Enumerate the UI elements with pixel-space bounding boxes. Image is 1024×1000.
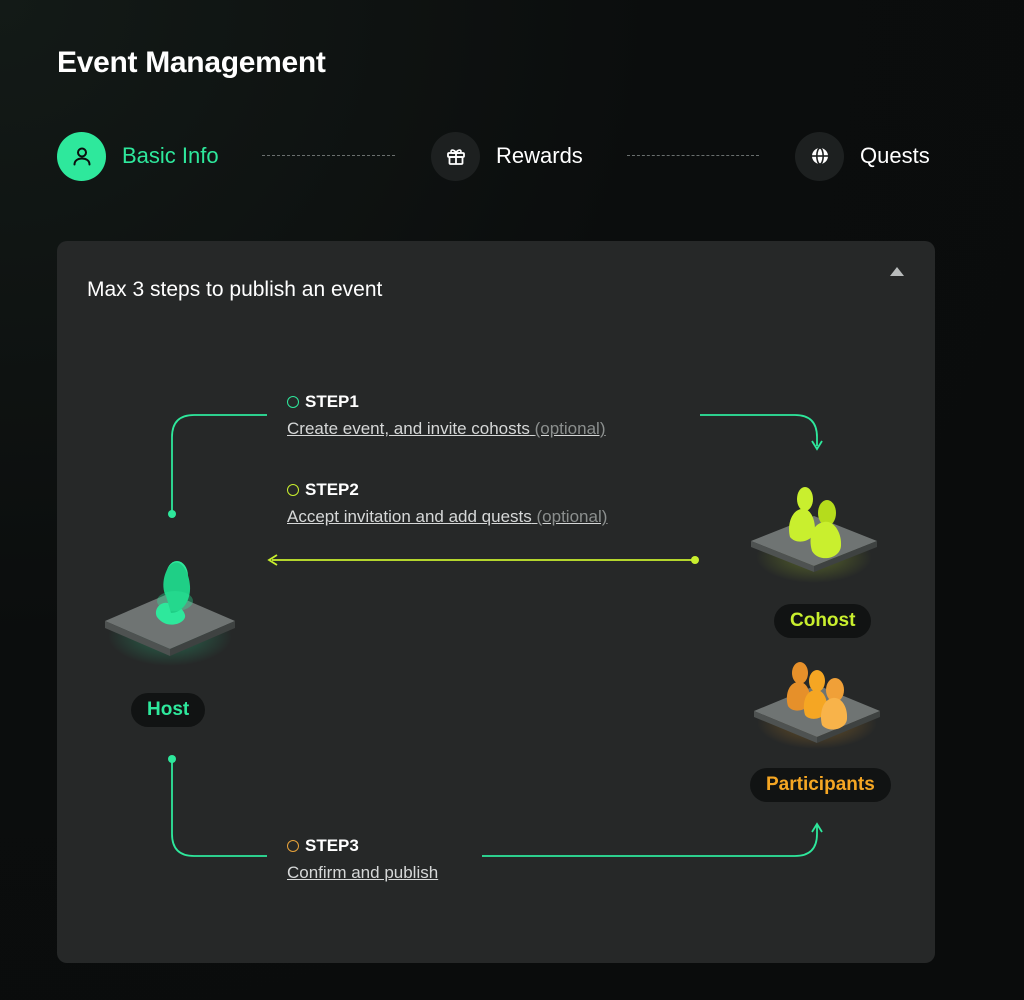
flow-diagram: [105, 414, 880, 857]
host-illustration: [105, 561, 235, 666]
step3-block: STEP3 Confirm and publish: [287, 836, 438, 883]
stepper-step-label: Quests: [860, 143, 930, 168]
cohost-illustration: [751, 487, 877, 583]
cohost-label: Cohost: [774, 604, 872, 638]
step1-text: Create event, and invite cohosts: [287, 419, 530, 438]
participants-illustration: [754, 662, 880, 749]
user-icon: [57, 131, 106, 181]
step2-optional: (optional): [536, 507, 608, 526]
step2-link[interactable]: Accept invitation and add quests (option…: [287, 507, 607, 527]
step2-connector-dot: [691, 556, 699, 564]
step1-connector-end: [700, 414, 818, 446]
step2-text: Accept invitation and add quests: [287, 507, 532, 526]
step2-heading: STEP2: [305, 480, 359, 499]
publish-steps-card: Max 3 steps to publish an event: [57, 241, 935, 963]
step1-dot: [287, 396, 299, 408]
step3-arrowhead: [811, 822, 823, 833]
step3-heading: STEP3: [305, 836, 359, 855]
stepper-step-label: Rewards: [496, 143, 583, 168]
step2-arrowhead: [267, 554, 278, 566]
step1-connector-dot: [168, 510, 176, 518]
page-title: Event Management: [57, 46, 326, 79]
stepper-step-rewards[interactable]: Rewards: [431, 131, 583, 181]
collapse-button[interactable]: [889, 265, 905, 277]
step3-link[interactable]: Confirm and publish: [287, 863, 438, 883]
step1-connector: [171, 414, 267, 514]
stepper-step-basic-info[interactable]: Basic Info: [57, 131, 219, 181]
step1-block: STEP1 Create event, and invite cohosts (…: [287, 392, 605, 439]
stepper: Basic Info Rewards Quests: [57, 131, 937, 181]
stepper-step-quests[interactable]: Quests: [795, 131, 930, 181]
step1-arrowhead: [811, 440, 823, 451]
gift-icon: [431, 131, 480, 181]
globe-icon: [795, 131, 844, 181]
step3-dot: [287, 840, 299, 852]
step3-connector: [171, 759, 267, 857]
step2-block: STEP2 Accept invitation and add quests (…: [287, 480, 607, 527]
stepper-divider: [262, 155, 395, 156]
host-label: Host: [131, 693, 206, 727]
participants-label: Participants: [750, 768, 891, 802]
step3-connector-end: [482, 826, 818, 857]
card-title: Max 3 steps to publish an event: [87, 278, 383, 301]
step3-connector-dot: [168, 755, 176, 763]
step3-text: Confirm and publish: [287, 863, 439, 882]
triangle-up-icon: [890, 267, 904, 276]
step1-heading: STEP1: [305, 392, 359, 411]
stepper-step-label: Basic Info: [122, 143, 219, 168]
step1-optional: (optional): [534, 419, 606, 438]
stepper-divider: [627, 155, 759, 156]
step2-dot: [287, 484, 299, 496]
step1-link[interactable]: Create event, and invite cohosts (option…: [287, 419, 605, 439]
